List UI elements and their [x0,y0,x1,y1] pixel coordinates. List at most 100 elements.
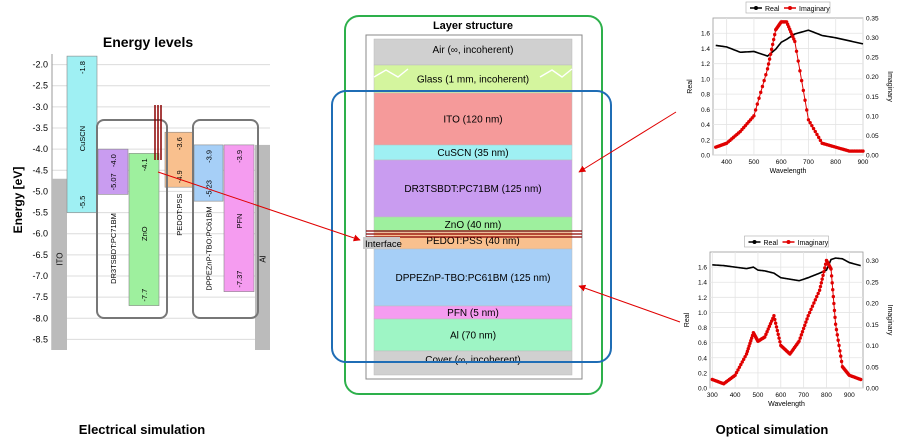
energy-bar [128,153,160,306]
structure-layer-label: PEDOT:PSS (40 nm) [426,236,519,247]
series-imaginary-point [749,339,753,343]
series-imaginary-point [770,42,775,47]
series-imaginary-point [777,336,781,340]
energy-bar [223,144,255,292]
legend-imag-label: Imaginary [798,240,829,247]
energy-title: Energy levels [103,34,193,50]
chart-ytick-left: 0.2 [701,137,710,144]
series-imaginary-point [803,98,807,102]
series-imaginary-point [773,321,778,325]
chart-xtick: 800 [821,392,832,399]
chart-ylabel-right: Imaginary [886,305,893,336]
chart-ytick-left: 1.0 [698,310,707,317]
series-imaginary-point [768,322,773,326]
series-imaginary-point [775,328,780,333]
series-imaginary-point [734,370,739,375]
series-imaginary-point [747,344,751,348]
energy-bar-label: ZnO [140,226,149,241]
series-imaginary-point [804,320,808,324]
arrow-energy-to-interface [157,171,361,242]
series-imaginary-point [741,357,746,362]
chart-ytick-left: 1.0 [701,76,710,83]
energy-bottom-label: -5.23 [205,180,214,197]
series-imaginary-point [836,338,840,342]
structure-title: Layer structure [433,20,513,32]
series-imaginary-point [769,47,774,52]
series-imaginary-point [800,329,805,334]
arrow-chart-top-to-active-layer [578,111,677,173]
series-imaginary-point [764,73,768,77]
series-imaginary-point [829,274,834,278]
energy-bottom-label: -7.7 [140,289,149,302]
energy-ytick: -8.0 [32,313,48,323]
series-imaginary-point [733,373,737,377]
legend-imag-marker [786,240,791,244]
series-imaginary-point [740,360,744,364]
chart-ylabel-right: Imaginary [886,71,893,102]
structure-layer-label: Cover (∞, incoherent) [425,355,521,366]
chart-plot-area [709,251,864,389]
chart-ytick-right: 0.25 [866,55,879,62]
energy-ytick: -5.0 [32,186,48,196]
series-imaginary-point [818,138,823,143]
energy-ytick: -4.0 [32,144,48,154]
energy-top-label: -4.1 [140,158,149,171]
series-imaginary-point [819,281,824,285]
energy-ylabel: Energy [eV] [11,167,25,234]
series-imaginary-point [817,288,822,292]
series-imaginary-point [774,325,779,329]
series-imaginary-point [749,336,754,340]
series-imaginary-point [805,108,809,112]
series-imaginary-point [767,324,772,329]
series-imaginary-point [744,352,749,356]
series-imaginary-point [745,349,750,354]
energy-group-frame-left [96,119,168,319]
series-imaginary-point [773,32,777,37]
chart-ylabel-left: Real [684,312,691,327]
structure-layer [373,318,573,352]
energy-bar-label: DR3TSBDT:PC71BM [109,213,118,284]
series-imaginary-point [752,114,756,118]
energy-ytick: -4.5 [32,165,48,175]
series-imaginary-point [798,69,802,73]
series-imaginary-point [839,354,843,358]
chart-ytick-right: 0.00 [866,386,879,393]
optical-chart-bottom: 0.00.20.40.60.81.01.21.41.60.000.050.100… [684,235,893,408]
series-imaginary-point [805,317,809,321]
series-imaginary-point [821,273,825,278]
chart-xlabel: Wavelength [768,401,805,408]
chart-xtick: 600 [776,159,787,166]
structure-layer-label: Air (∞, incoherent) [432,45,513,56]
structure-layer-label: DR3TSBDT:PC71BM (125 nm) [404,184,541,195]
energy-bar-label: Al [259,255,268,262]
chart-xtick: 500 [748,159,759,166]
glass-break-right [539,68,573,78]
interface-label-bg [363,237,400,249]
energy-bar [66,55,98,213]
series-imaginary-point [763,335,767,339]
series-imaginary-point [757,96,761,100]
legend-imag-marker [788,6,792,10]
energy-ytick: -2.5 [32,81,48,91]
chart-ytick-left: 0.0 [701,153,710,160]
optical-group-frame [344,15,603,395]
series-imaginary-point [833,322,838,326]
series-imaginary-point [859,377,863,382]
chart-ytick-left: 0.6 [698,340,707,347]
optical-caption: Optical simulation [716,422,829,437]
chart-ytick-left: 1.6 [701,31,710,38]
series-imaginary-point [838,349,842,353]
chart-xtick: 300 [707,392,718,399]
series-imaginary-point [797,339,801,343]
structure-layer-label: PFN (5 nm) [447,308,499,319]
series-imaginary-point [832,308,837,313]
structure-layer [373,38,573,66]
energy-ytick: -3.5 [32,123,48,133]
chart-ytick-right: 0.30 [866,258,879,265]
chart-ytick-right: 0.20 [866,74,879,81]
series-imaginary-point [798,336,802,340]
legend-real-label: Real [764,240,779,247]
chart-xtick: 800 [830,159,841,166]
series-imaginary-point [765,67,770,71]
layer-structure-panel: Layer structure Air (∞, incoherent)Glass… [331,15,612,395]
